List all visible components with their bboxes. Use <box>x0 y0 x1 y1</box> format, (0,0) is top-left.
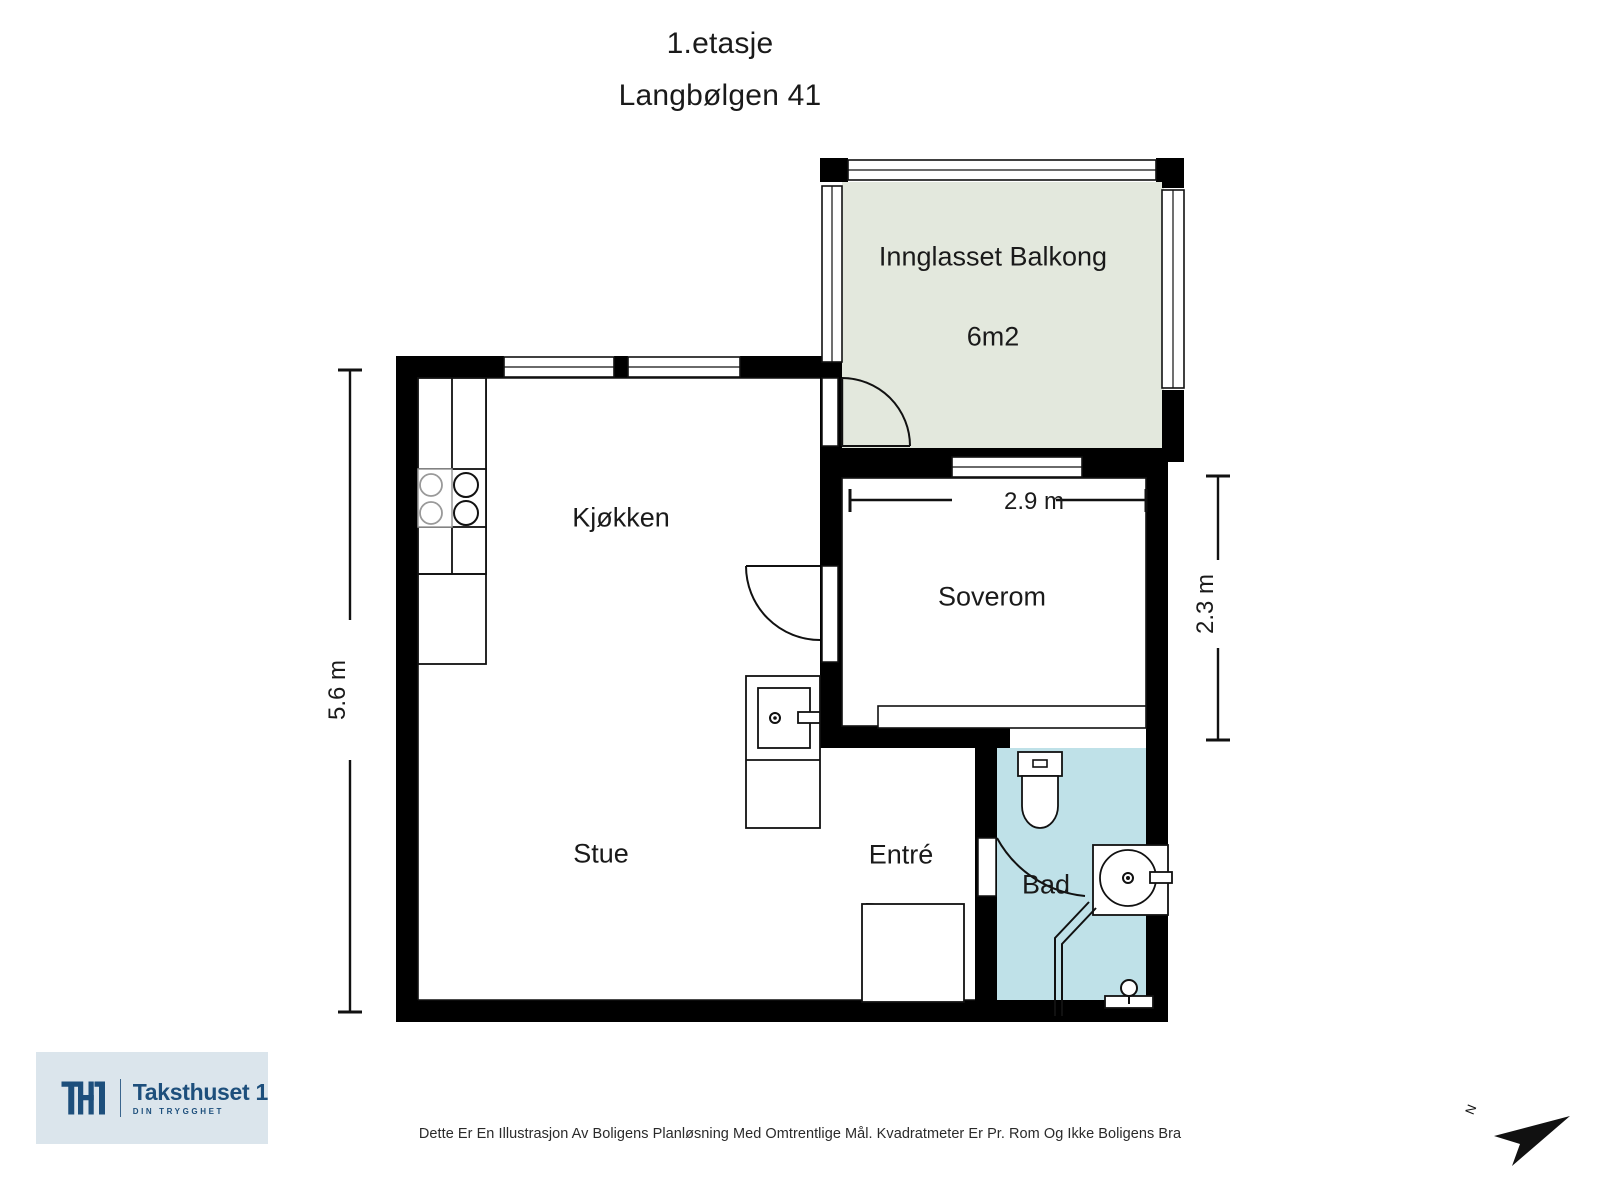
shower-partition <box>1054 901 1090 1016</box>
sink-faucet <box>1149 871 1173 884</box>
room-fill-balkong <box>842 182 1164 448</box>
kitchen-fixtures <box>417 377 487 665</box>
logo-divider <box>120 1079 121 1117</box>
toilet-bowl <box>1021 775 1059 829</box>
stove-burner <box>419 473 443 497</box>
dimension-bedroom-height: 2.3 m <box>1192 573 1219 635</box>
room-area-balkong: 6m2 <box>966 321 1020 352</box>
address-title: Langbølgen 41 <box>618 78 822 112</box>
logo-wordmark: Taksthuset 1 <box>132 1078 269 1105</box>
stove-burner <box>453 500 479 526</box>
compass: N <box>1462 1098 1572 1168</box>
dimension-bedroom-width: 2.9 m <box>1004 488 1065 515</box>
dimension-left-height: 5.6 m <box>324 659 351 721</box>
page-title: 1.etasje <box>666 27 774 60</box>
shower-fixture <box>1104 979 1154 1009</box>
stove-burner <box>453 472 479 498</box>
bathroom-fixtures <box>1017 751 1173 1016</box>
th1-monogram-icon <box>61 1081 105 1115</box>
utility-fixtures <box>745 675 821 829</box>
washer-dial-icon <box>769 712 781 724</box>
compass-arrow-icon <box>1494 1116 1570 1166</box>
inner-outline-group <box>417 377 1147 1001</box>
window-group <box>503 159 1185 478</box>
dimension-lines <box>338 368 1230 1014</box>
compass-north-label: N <box>1461 1102 1480 1117</box>
logo-tagline: DIN TRYGGHET <box>132 1106 225 1116</box>
company-logo: Taksthuset 1 DIN TRYGGHET <box>36 1052 268 1144</box>
disclaimer-text: Dette Er En Illustrasjon Av Boligens Pla… <box>418 1126 1182 1142</box>
door-leaf-group <box>821 377 997 1003</box>
stove-burner <box>419 501 443 525</box>
plan-header: 1.etasje Langbølgen 41 <box>0 24 1440 118</box>
